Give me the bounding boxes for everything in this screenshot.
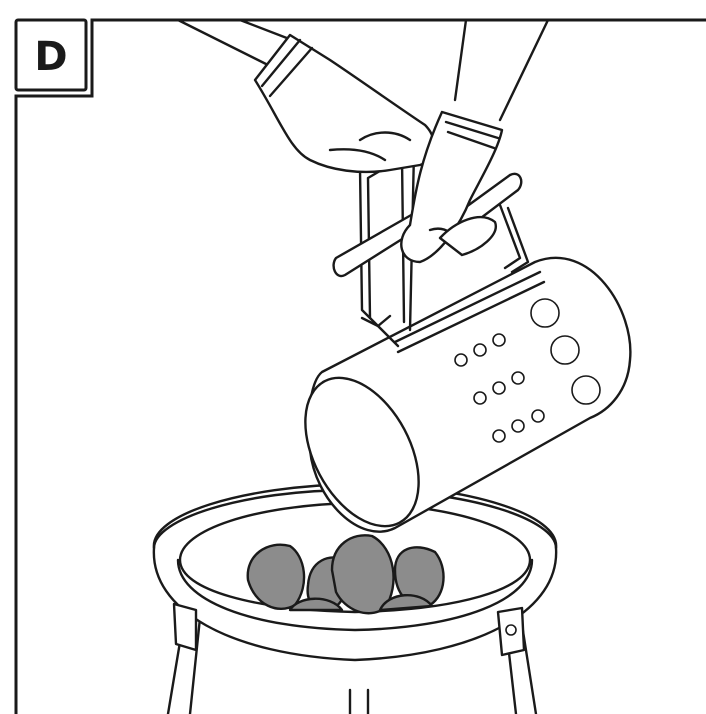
charcoal-pile (248, 535, 444, 613)
step-letter: D (34, 34, 67, 80)
left-gloved-hand (178, 20, 434, 172)
